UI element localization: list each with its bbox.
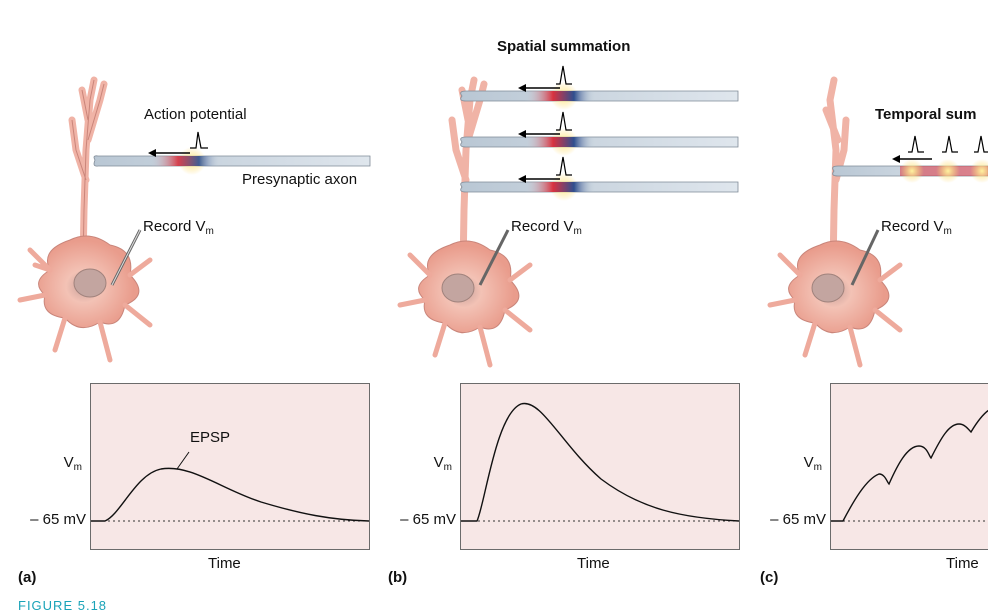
baseline-label-a: – 65 mV — [30, 511, 86, 528]
epsp-trace-c — [831, 409, 988, 522]
plot-c — [830, 383, 988, 550]
axon-c — [832, 135, 988, 183]
time-label-b: Time — [577, 555, 610, 572]
epsp-label: EPSP — [190, 429, 231, 446]
axon-b-1 — [460, 65, 739, 110]
vm-axis-label-c: Vm — [803, 454, 822, 473]
record-vm-label-a: Record Vm — [143, 218, 214, 237]
panel-label-b: (b) — [388, 569, 408, 586]
record-vm-label-c: Record Vm — [881, 218, 952, 237]
spatial-summation-title: Spatial summation — [497, 38, 631, 55]
presynaptic-axon-label: Presynaptic axon — [242, 171, 358, 188]
epsp-trace-a — [91, 467, 369, 522]
action-potential-spike — [190, 131, 208, 149]
panel-label-a: (a) — [18, 569, 37, 586]
panel-a-illustration — [17, 76, 371, 363]
axon-b-2 — [460, 111, 739, 156]
axon-b-3 — [460, 156, 739, 201]
epsp-trace-b — [461, 402, 739, 522]
figure-caption: FIGURE 5.18 — [18, 598, 108, 613]
presynaptic-axon-shape — [93, 155, 371, 167]
panel-label-c: (c) — [760, 569, 779, 586]
vm-axis-label-b: Vm — [433, 454, 452, 473]
plot-b — [460, 383, 740, 550]
plot-a — [90, 383, 370, 550]
baseline-label-b: – 65 mV — [400, 511, 456, 528]
temporal-summation-title: Temporal sum — [875, 106, 977, 123]
time-label-a: Time — [208, 555, 241, 572]
record-vm-label-b: Record Vm — [511, 218, 582, 237]
vm-axis-label-a: Vm — [63, 454, 82, 473]
time-label-c: Time — [946, 555, 979, 572]
panel-b-illustration — [397, 65, 739, 368]
panel-c-illustration — [767, 76, 988, 368]
action-potential-label: Action potential — [144, 106, 247, 123]
baseline-label-c: – 65 mV — [770, 511, 826, 528]
